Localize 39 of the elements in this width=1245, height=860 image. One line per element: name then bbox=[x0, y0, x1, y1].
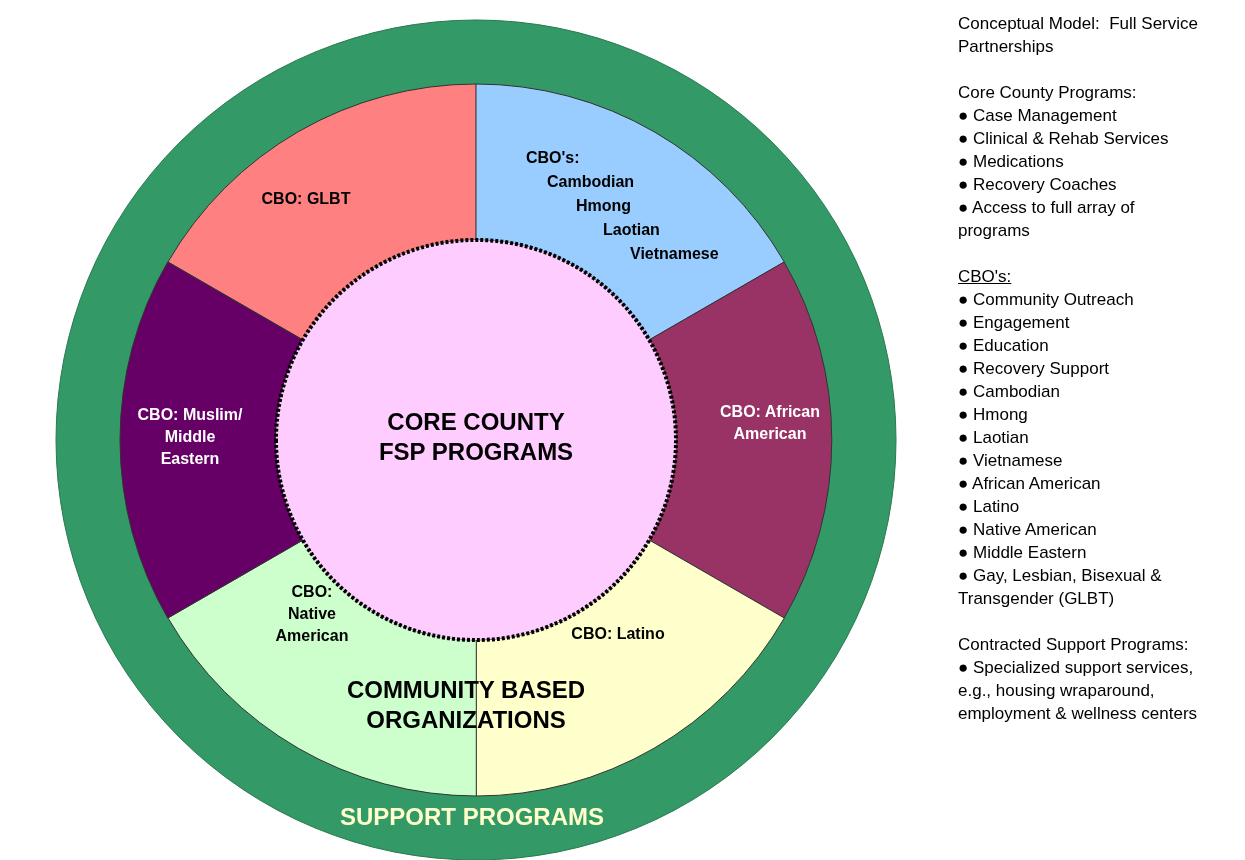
bullet-item: ● Education bbox=[958, 335, 1050, 357]
bullet-item: ● Gay, Lesbian, Bisexual & Transgender (GLBT) bbox=[958, 565, 1163, 610]
bullet-item: ● Case Management bbox=[958, 105, 1118, 127]
ring-segment bbox=[167, 84, 476, 340]
ring-segment bbox=[649, 262, 832, 618]
bullet-item: ● Vietnamese bbox=[958, 450, 1064, 472]
segment-label: Hmong bbox=[576, 196, 632, 216]
bullet-item: ● Hmong bbox=[958, 404, 1029, 426]
title: Conceptual Model: Full Service Partnerships bbox=[958, 13, 1199, 58]
segment-label: Laotian bbox=[603, 220, 660, 240]
segment-label: Vietnamese bbox=[630, 244, 719, 264]
core-title: CORE COUNTY FSP PROGRAMS bbox=[377, 407, 575, 467]
segment-label: CBO: Latino bbox=[570, 624, 666, 644]
bullet-item: ● Medications bbox=[958, 151, 1065, 173]
ring-title: SUPPORT PROGRAMS bbox=[339, 802, 605, 832]
bullet-item: ● Cambodian bbox=[958, 381, 1061, 403]
list-heading: Core County Programs: bbox=[958, 82, 1138, 104]
list-heading: CBO's: bbox=[958, 266, 1012, 288]
segment-label: Cambodian bbox=[547, 172, 635, 192]
segment-label: CBO's: bbox=[526, 148, 580, 168]
segment-label: CBO: GLBT bbox=[260, 189, 352, 209]
bullet-item: ● Access to full array of programs bbox=[958, 197, 1136, 242]
bullet-item: ● Community Outreach bbox=[958, 289, 1135, 311]
segment-label: CBO: Muslim/ Middle Eastern bbox=[136, 405, 244, 469]
bullet-item: ● Clinical & Rehab Services bbox=[958, 128, 1170, 150]
bullet-item: ● Native American bbox=[958, 519, 1098, 541]
ring-segment bbox=[476, 84, 785, 340]
bullet-item: ● Recovery Support bbox=[958, 358, 1111, 380]
list-heading: Contracted Support Programs: bbox=[958, 634, 1190, 656]
bullet-item: ● Laotian bbox=[958, 427, 1030, 449]
bullet-item: ● African American bbox=[958, 473, 1102, 495]
segment-label: CBO: African American bbox=[719, 402, 821, 444]
bullet-item: ● Specialized support services, e.g., housing wraparound, employment & wellness centers bbox=[958, 657, 1199, 725]
bullet-item: ● Recovery Coaches bbox=[958, 174, 1118, 196]
segment-label: CBO: Native American bbox=[274, 582, 350, 646]
bullet-item: ● Latino bbox=[958, 496, 1021, 518]
outer-ring bbox=[56, 20, 896, 860]
bullet-item: ● Middle Eastern bbox=[958, 542, 1088, 564]
bullet-item: ● Engagement bbox=[958, 312, 1071, 334]
